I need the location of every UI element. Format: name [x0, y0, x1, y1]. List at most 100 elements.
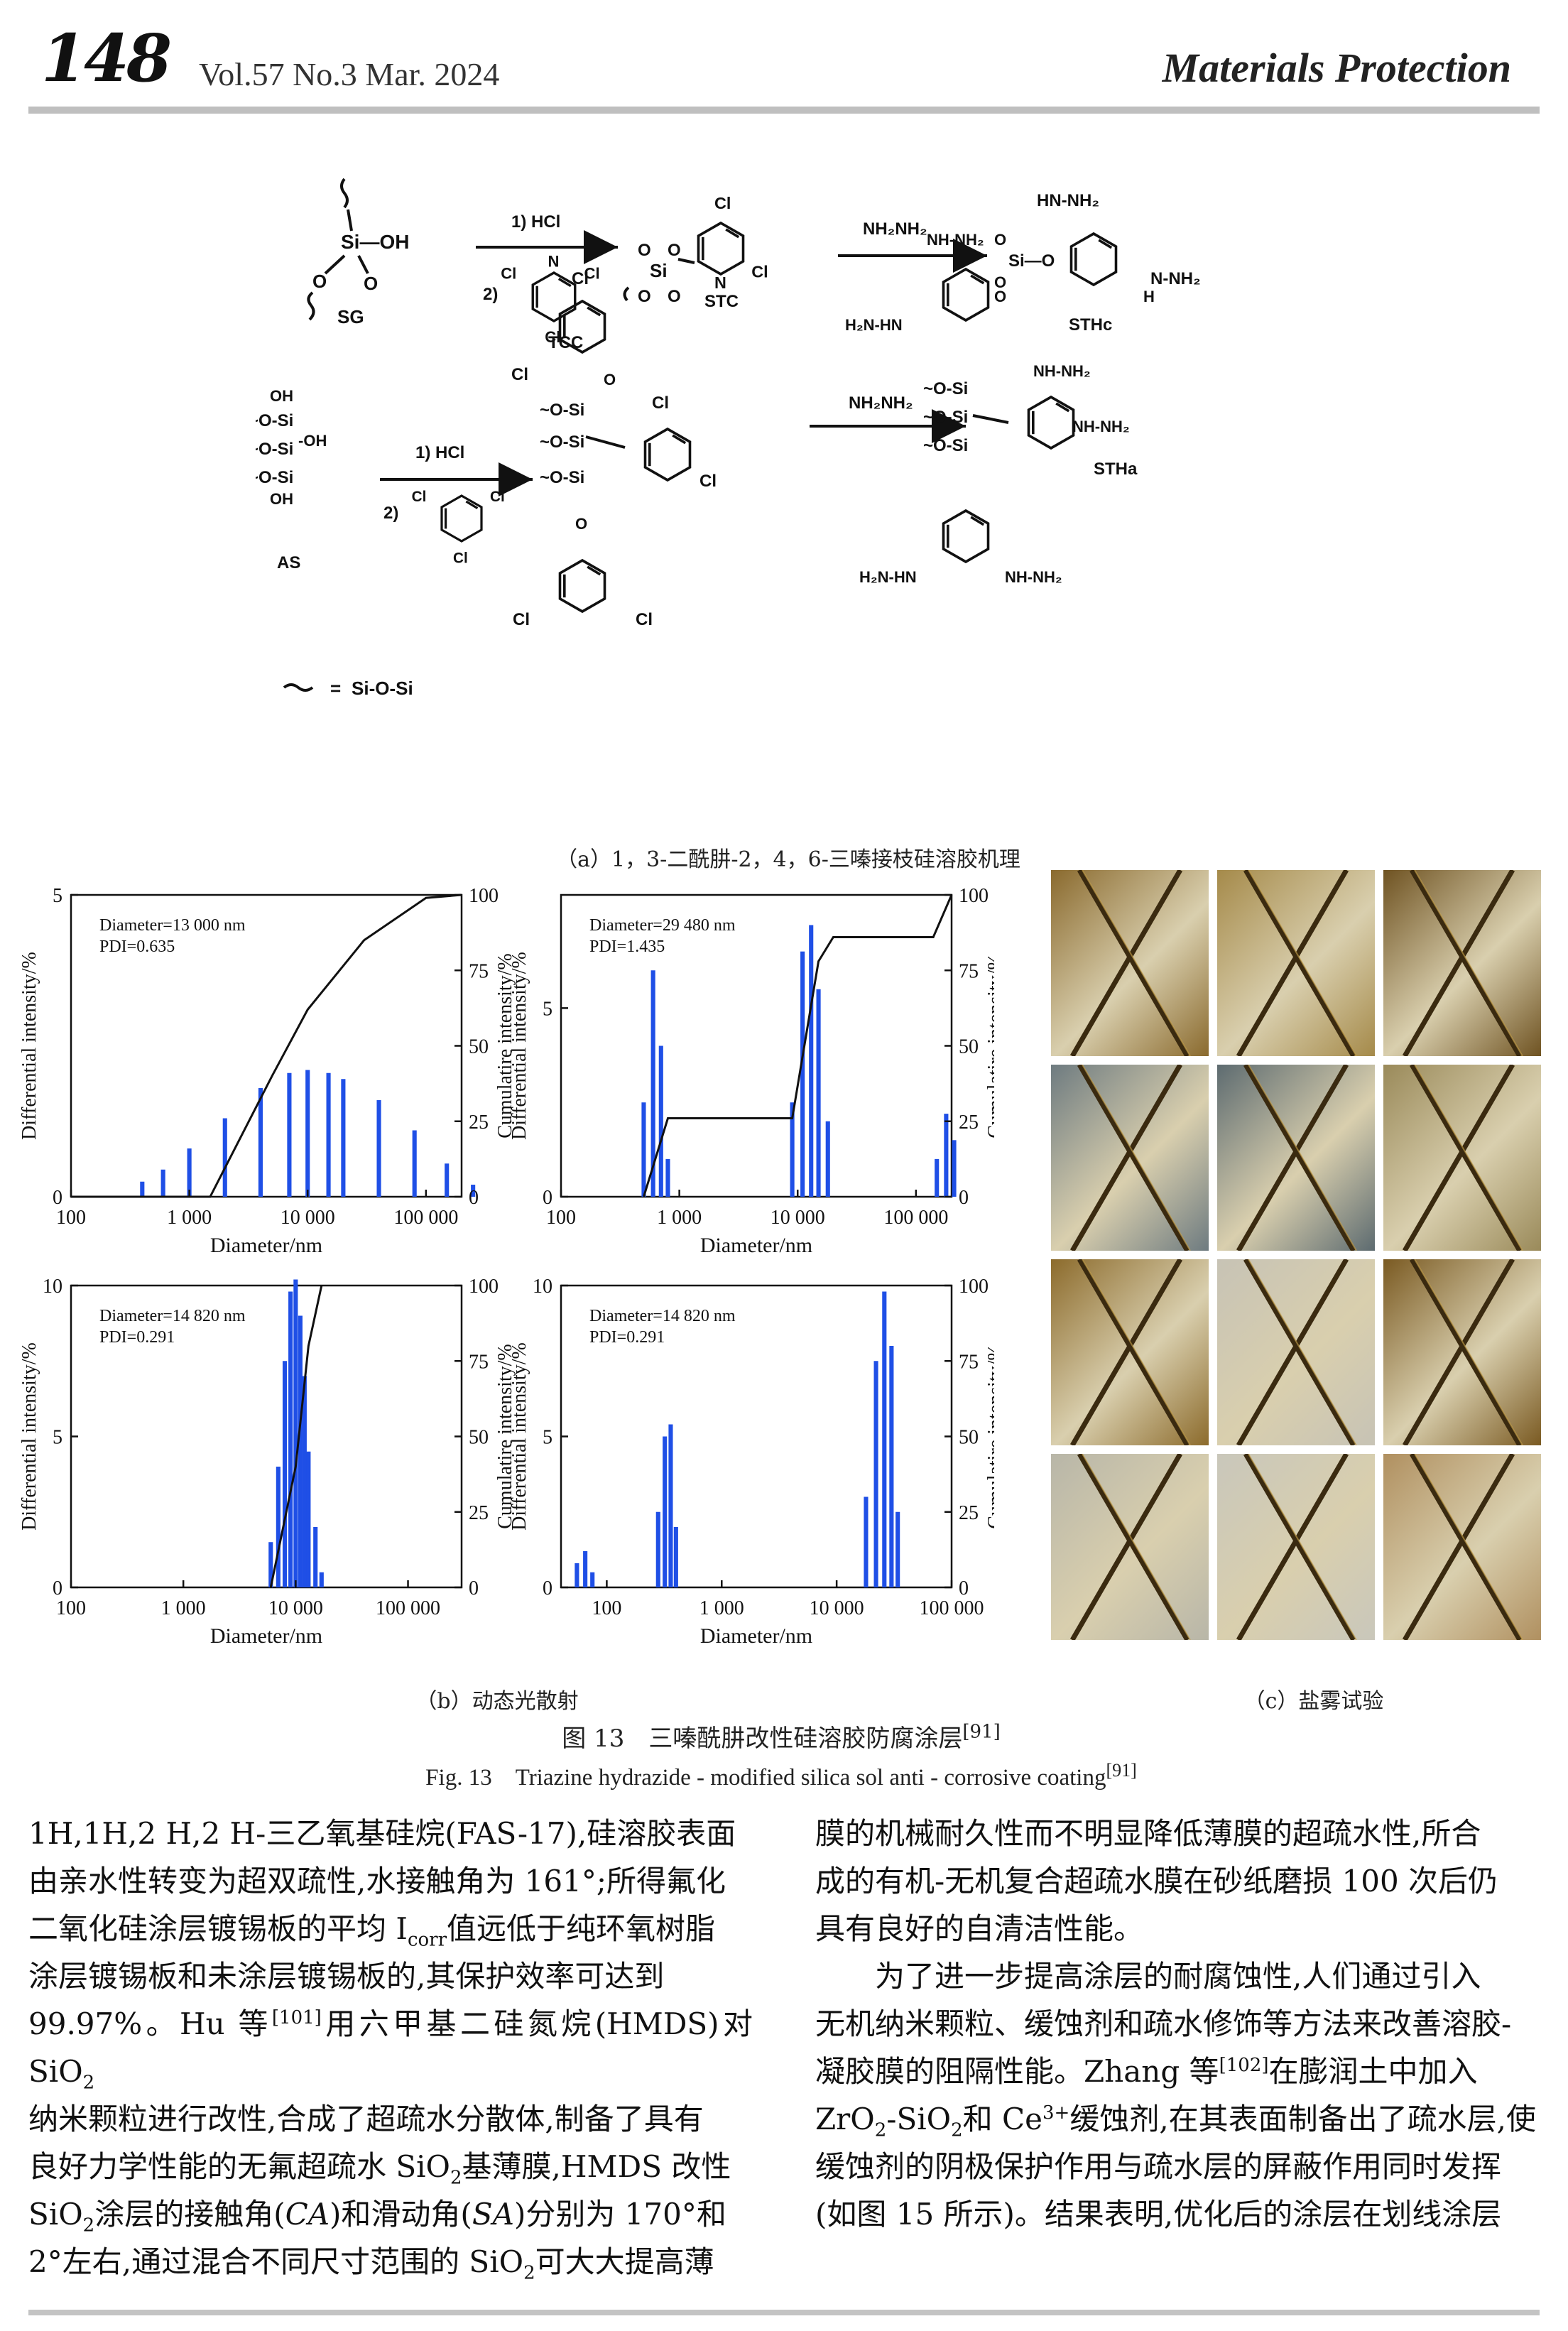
bar-1-10 — [376, 1100, 381, 1197]
salt-spray-photo-r2c2 — [1217, 1065, 1375, 1251]
scribe-cross-icon — [1236, 1454, 1357, 1640]
ylabel-4: Differential intensity/% — [508, 1342, 530, 1531]
rtick-label-1-5: 100 — [469, 885, 499, 907]
rtick-label-2-2: 25 — [959, 1112, 979, 1134]
salt-spray-photo-r1c1 — [1051, 870, 1209, 1056]
svg-text:O: O — [668, 241, 681, 260]
figure-title-cn-text: 图 13 三嗪酰肼改性硅溶胶防腐涂层 — [562, 1724, 963, 1753]
xtick-label-1-2: 1 000 — [167, 1207, 212, 1229]
bar-3-4 — [288, 1291, 293, 1587]
bar-1-8 — [326, 1072, 331, 1197]
right-line-7: ZrO2-SiO2和 Ce3+缓蚀剂,在其表面制备出了疏水层,使 — [815, 2102, 1537, 2141]
xlabel-2: Diameter/nm — [700, 1234, 812, 1257]
sg-molecule: Si—OH O O SG — [307, 178, 409, 327]
svg-text:O: O — [994, 273, 1006, 291]
step2-label-2: 2) — [383, 504, 398, 523]
xtick-label-3-2: 1 000 — [161, 1597, 206, 1619]
hydrazine-reagent-2: NH₂NH₂ — [849, 393, 913, 413]
bar-3-5 — [293, 1279, 298, 1587]
sthc-label: STHc — [1069, 315, 1112, 335]
right-line-3: 具有良好的自清洁性能。 — [815, 1911, 1144, 1946]
svg-text:~O-Si: ~O-Si — [540, 468, 584, 487]
ytick-label-4-1: 0 — [543, 1577, 552, 1599]
bar-4-11 — [889, 1346, 894, 1587]
bar-1-12 — [445, 1163, 450, 1197]
bar-4-3 — [590, 1572, 595, 1587]
salt-spray-photo-r3c3 — [1383, 1259, 1541, 1445]
svg-text:N: N — [548, 253, 560, 271]
scribe-cross-icon — [1069, 870, 1191, 1056]
ytick-label-4-2: 5 — [543, 1427, 552, 1449]
svg-text:O: O — [604, 371, 616, 388]
bar-3-1 — [268, 1542, 273, 1587]
bar-2-11 — [944, 1114, 949, 1197]
figure-title-en-text: Fig. 13 Triazine hydrazide - modified si… — [425, 1765, 1106, 1791]
bar-3-8 — [306, 1451, 311, 1587]
xtick-label-4-3: 10 000 — [810, 1597, 864, 1619]
bar-2-3 — [658, 1045, 663, 1197]
svg-text:Cl: Cl — [699, 472, 717, 491]
ytick-label-2-2: 5 — [543, 998, 552, 1020]
right-line-9: (如图 15 所示)。结果表明,优化后的涂层在划线涂层 — [815, 2197, 1502, 2232]
rtick-label-4-3: 50 — [959, 1427, 979, 1449]
figure-ref-en: [91] — [1106, 1760, 1137, 1781]
footer-rule — [28, 2310, 1540, 2315]
as-label: AS — [277, 553, 300, 572]
salt-spray-photo-r2c3 — [1383, 1065, 1541, 1251]
y2label-1: Cumulatire intensity/% — [494, 953, 516, 1139]
tcc-molecule: N Cl Cl Cl — [501, 253, 599, 346]
rtick-label-2-4: 75 — [959, 960, 979, 982]
svg-text:O: O — [364, 273, 378, 294]
svg-text:~O-Si: ~O-Si — [923, 408, 968, 427]
caption-c: （c）盐雾试验 — [1243, 1689, 1384, 1714]
scribe-cross-icon — [1069, 1454, 1191, 1640]
bar-2-12 — [952, 1140, 957, 1197]
cumulative-line-3 — [269, 1285, 323, 1588]
bar-4-6 — [668, 1424, 673, 1587]
scribe-cross-icon — [1402, 1259, 1523, 1445]
header-rule — [28, 107, 1540, 114]
salt-spray-photo-r2c1 — [1051, 1065, 1209, 1251]
xtick-label-4-4: 100 000 — [920, 1597, 984, 1619]
svg-text:OH: OH — [270, 490, 293, 508]
bar-1-4 — [222, 1118, 227, 1197]
bar-1-1 — [140, 1181, 145, 1197]
bar-3-3 — [282, 1361, 288, 1587]
bar-1-3 — [187, 1148, 192, 1197]
right-line-5: 无机纳米颗粒、缓蚀剂和疏水修饰等方法来改善溶胶- — [815, 2006, 1512, 2041]
svg-text:Cl: Cl — [545, 328, 560, 346]
legend-siosi: Si-O-Si — [352, 678, 413, 699]
salt-spray-photo-r4c2 — [1217, 1454, 1375, 1640]
bar-2-10 — [935, 1158, 940, 1197]
ytick-label-1-1: 0 — [53, 1187, 62, 1209]
xtick-label-1-1: 100 — [56, 1207, 86, 1229]
rtick-label-2-1: 0 — [959, 1187, 969, 1209]
page-number: 148 — [41, 20, 172, 97]
svg-text:NH-NH₂: NH-NH₂ — [1033, 362, 1091, 380]
bar-3-2 — [276, 1467, 281, 1587]
bar-4-5 — [663, 1436, 668, 1587]
xtick-label-3-1: 100 — [56, 1597, 86, 1619]
figure-ref-cn: [91] — [962, 1721, 1001, 1743]
diameter-annotation-4: Diameter=14 820 nm — [589, 1307, 736, 1325]
rtick-label-2-3: 50 — [959, 1036, 979, 1058]
left-line-9: 2°左右,通过混合不同尺寸范围的 SiO2可大大提高薄 — [28, 2244, 714, 2284]
xtick-label-2-3: 10 000 — [771, 1207, 825, 1229]
svg-text:Cl: Cl — [513, 610, 530, 629]
bar-2-4 — [665, 1158, 670, 1197]
svg-text:Si—O: Si—O — [1008, 251, 1055, 271]
pdi-annotation-3: PDI=0.291 — [99, 1328, 175, 1347]
bar-1-9 — [341, 1079, 346, 1197]
svg-text:Cl: Cl — [511, 365, 528, 384]
svg-text:Cl: Cl — [714, 194, 731, 212]
svg-text:Cl: Cl — [584, 265, 600, 283]
scribe-cross-icon — [1402, 1454, 1523, 1640]
bar-4-2 — [583, 1551, 588, 1587]
cumulative-line-2 — [643, 894, 953, 1197]
hydrazine-reagent-1: NH₂NH₂ — [863, 219, 927, 239]
diameter-annotation-1: Diameter=13 000 nm — [99, 916, 246, 935]
ylabel-3: Differential intensity/% — [18, 1342, 40, 1531]
stha-ring-top — [942, 268, 990, 322]
rtick-label-1-1: 0 — [469, 1187, 479, 1209]
diameter-annotation-2: Diameter=29 480 nm — [589, 916, 736, 935]
